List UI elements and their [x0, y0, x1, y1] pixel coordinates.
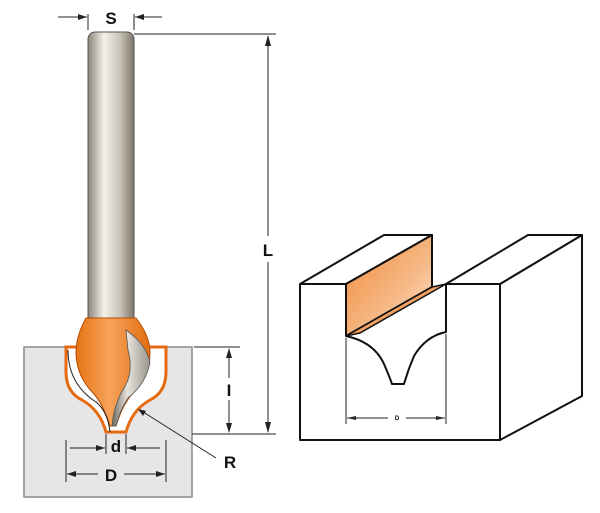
label-l: L	[263, 241, 273, 260]
dimension-r: R	[138, 409, 236, 472]
label-s: S	[105, 9, 116, 28]
label-d-large: D	[105, 466, 117, 485]
cutter-blade	[111, 329, 151, 427]
shank	[87, 31, 135, 333]
label-r: R	[224, 453, 236, 472]
label-groove-width: D	[395, 416, 400, 422]
dimension-i: I	[194, 346, 240, 433]
dimension-l: L	[134, 33, 276, 435]
cutter-edge-left	[67, 349, 111, 433]
block-front-face	[299, 283, 501, 441]
router-bit	[23, 31, 193, 498]
dimension-d-small: d	[70, 434, 160, 456]
label-i: I	[227, 381, 232, 400]
dimension-s: S	[58, 9, 162, 30]
workpiece-block: D	[299, 234, 583, 441]
dimension-d-large: D	[65, 440, 167, 485]
label-d-small: d	[111, 437, 121, 456]
